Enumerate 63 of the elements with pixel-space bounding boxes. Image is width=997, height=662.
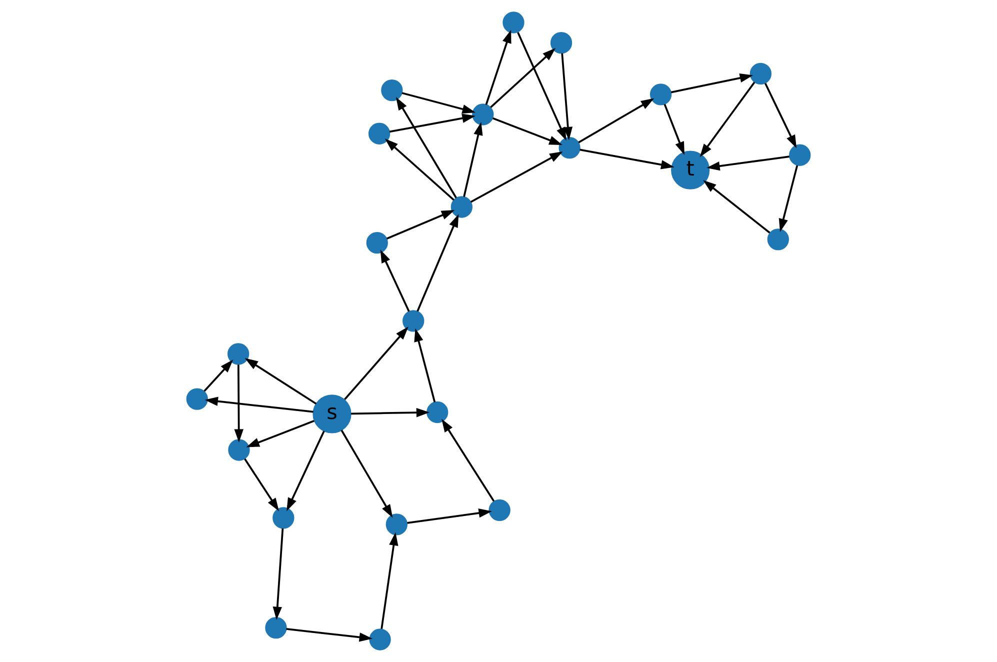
arrow xyxy=(204,396,314,413)
node-circle xyxy=(369,628,391,650)
arrow xyxy=(414,328,436,402)
node-circle xyxy=(767,228,789,250)
node-circle xyxy=(650,84,672,106)
arrow xyxy=(389,114,476,133)
arrow xyxy=(578,98,654,144)
node-circle xyxy=(402,310,424,332)
node-circle xyxy=(381,79,403,102)
node-circle xyxy=(502,12,524,34)
arrow xyxy=(402,92,476,114)
arrow xyxy=(485,30,512,105)
arrow xyxy=(407,508,492,524)
node-circle: t xyxy=(671,150,710,190)
node-circle xyxy=(450,196,473,218)
arrow xyxy=(246,420,314,448)
node-circle xyxy=(272,507,294,529)
arrow xyxy=(396,96,457,198)
node-circle xyxy=(750,62,772,85)
node-circle xyxy=(472,104,494,126)
arrow xyxy=(204,360,234,392)
node-circle xyxy=(426,401,448,424)
arrow xyxy=(517,32,566,141)
arrow xyxy=(234,364,244,442)
arrow xyxy=(463,122,483,197)
arrow xyxy=(386,210,455,240)
arrow xyxy=(380,532,398,630)
arrow xyxy=(764,82,797,148)
arrow xyxy=(703,180,770,234)
arrow xyxy=(470,151,563,203)
arrow xyxy=(778,165,798,232)
arrow xyxy=(442,418,495,502)
node-circle xyxy=(368,122,390,144)
arrow xyxy=(244,358,317,405)
arrow xyxy=(384,138,454,201)
arrow xyxy=(706,156,790,171)
node-circle xyxy=(366,232,388,254)
node-circle xyxy=(228,343,250,365)
arrow xyxy=(492,117,562,146)
arrow xyxy=(380,250,410,312)
arrow xyxy=(244,458,280,512)
arrow xyxy=(416,214,459,312)
arrow xyxy=(490,48,556,108)
arrow xyxy=(340,430,393,518)
arrow xyxy=(286,628,373,642)
arrow xyxy=(670,73,754,94)
node-circle xyxy=(386,514,408,536)
arrow xyxy=(351,408,430,418)
arrow xyxy=(272,528,284,620)
node-circle: s xyxy=(312,394,352,434)
arrow xyxy=(344,326,408,400)
node-circle xyxy=(558,136,580,159)
arrow xyxy=(580,148,674,170)
node-circle xyxy=(488,499,510,521)
arrow xyxy=(700,82,756,158)
node-circle xyxy=(186,388,208,410)
node-circle xyxy=(789,144,811,166)
node-circle xyxy=(550,32,572,54)
arrow xyxy=(286,430,325,512)
arrow xyxy=(561,53,573,140)
node-circle xyxy=(265,616,287,639)
node-circle xyxy=(228,439,250,461)
arrow xyxy=(664,104,684,155)
